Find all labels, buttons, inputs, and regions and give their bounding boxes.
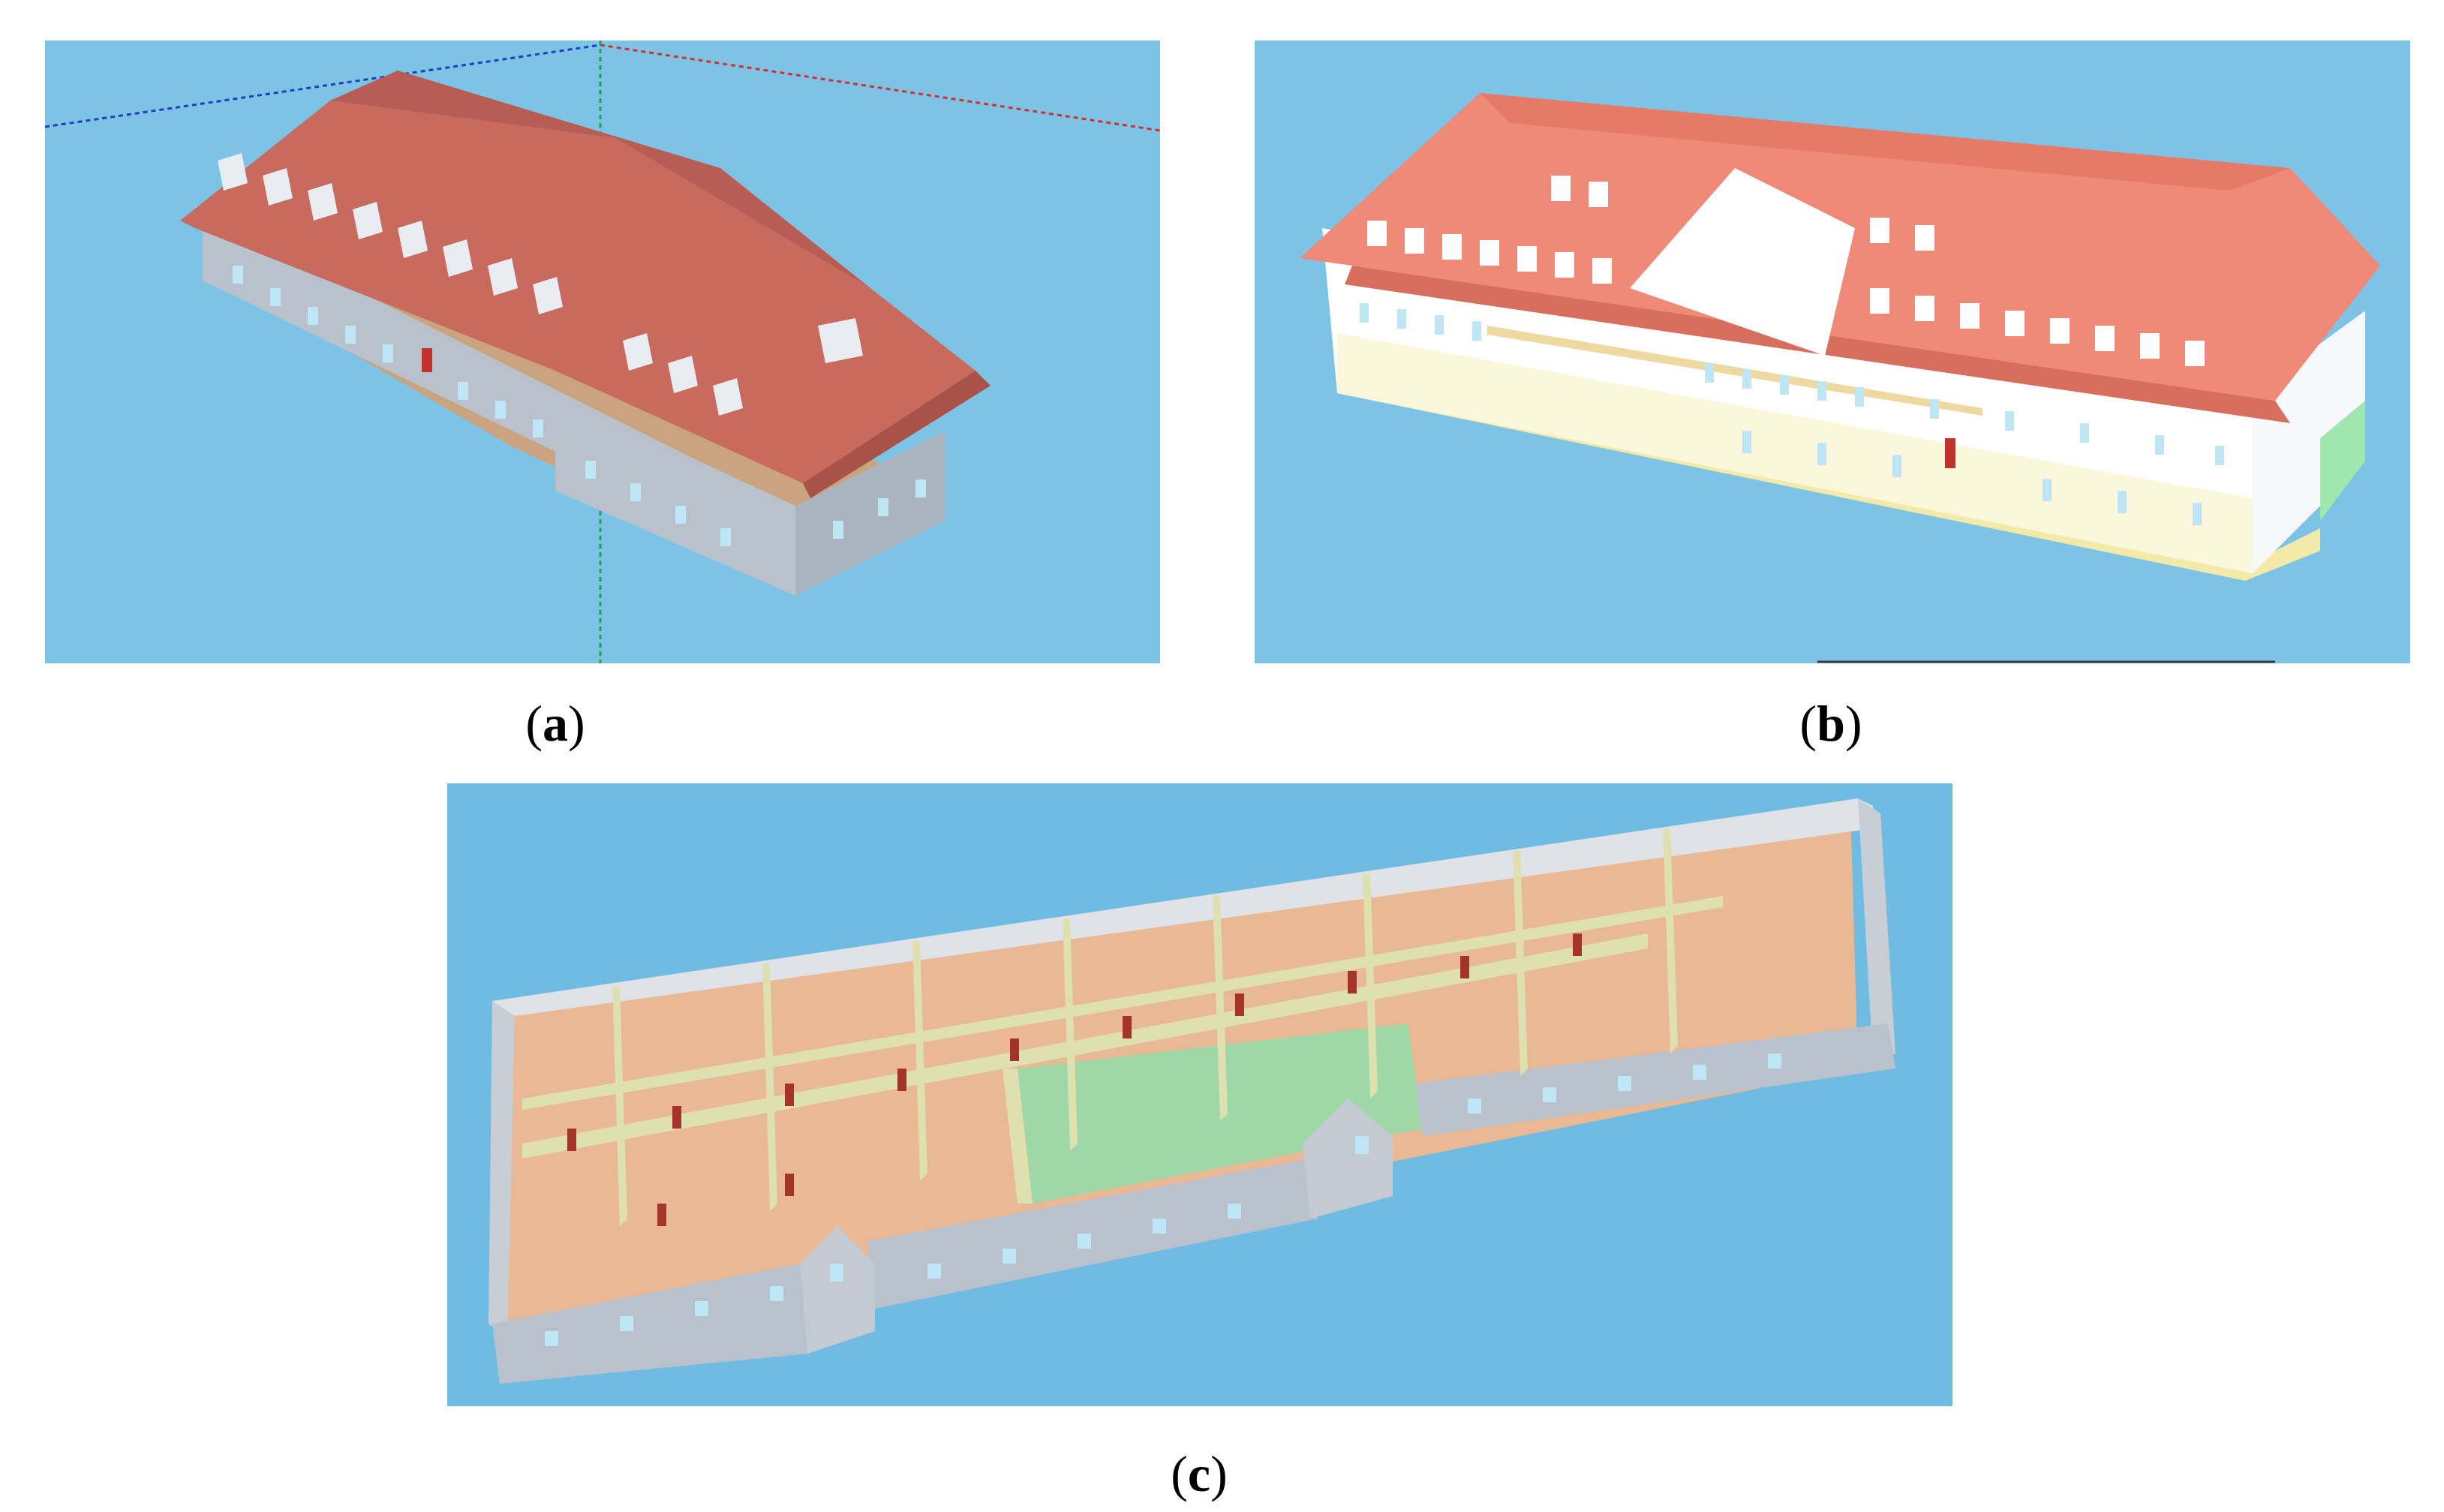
roof-ridge (330, 71, 870, 288)
caption-b-open: ( (1799, 695, 1817, 752)
panel-c-scene (447, 783, 1952, 1406)
caption-b-close: ) (1844, 695, 1862, 752)
blue-axis-line (45, 44, 601, 128)
front-wing-left (800, 1226, 875, 1354)
front-wing-right (1303, 1099, 1393, 1219)
panel-a-scene (45, 41, 1160, 663)
panel-b-scene (1255, 41, 2410, 663)
window-grid (1360, 303, 2224, 525)
front-wall-right (1415, 1024, 1895, 1136)
roof-ridge (1480, 93, 2290, 191)
back-wall (492, 798, 1873, 1016)
panel-a-building-model-viewport (45, 41, 1160, 663)
caption-c: (c) (1124, 1444, 1274, 1504)
panel-b-building-model-viewport (1255, 41, 2410, 663)
ground-floor-wall (1337, 333, 2253, 573)
caption-c-letter: c (1187, 1445, 1211, 1502)
panel-c-floor-plan-cutaway (447, 783, 1952, 1406)
roof-eave (803, 371, 991, 498)
front-wall-middle (867, 1159, 1318, 1309)
window-grid (233, 266, 926, 546)
caption-c-close: ) (1210, 1445, 1228, 1502)
front-wall-lower (203, 213, 795, 566)
dormer-row (1367, 176, 2205, 366)
caption-a-letter: a (543, 695, 568, 752)
caption-b-letter: b (1817, 695, 1845, 752)
entrance-door (1945, 438, 1956, 468)
entrance-door (422, 348, 432, 372)
right-wall (1858, 798, 1895, 1061)
left-wall (488, 1001, 515, 1339)
caption-a-close: ) (568, 695, 585, 752)
red-axis-line (600, 44, 1160, 132)
partition-walls (522, 828, 1723, 1226)
caption-b: (b) (1756, 694, 1906, 753)
main-roof (180, 101, 975, 483)
dormer-row (218, 153, 863, 416)
caption-a-open: ( (525, 695, 543, 752)
front-wall (195, 206, 795, 596)
side-wall-green-patch (2320, 401, 2365, 521)
interior-doors (567, 933, 1582, 1226)
caption-a: (a) (480, 694, 630, 753)
central-gable (1630, 168, 1855, 356)
window-grid (545, 1054, 1781, 1346)
caption-c-open: ( (1171, 1445, 1188, 1502)
side-wall (795, 431, 945, 596)
front-wall-left (492, 1264, 807, 1384)
